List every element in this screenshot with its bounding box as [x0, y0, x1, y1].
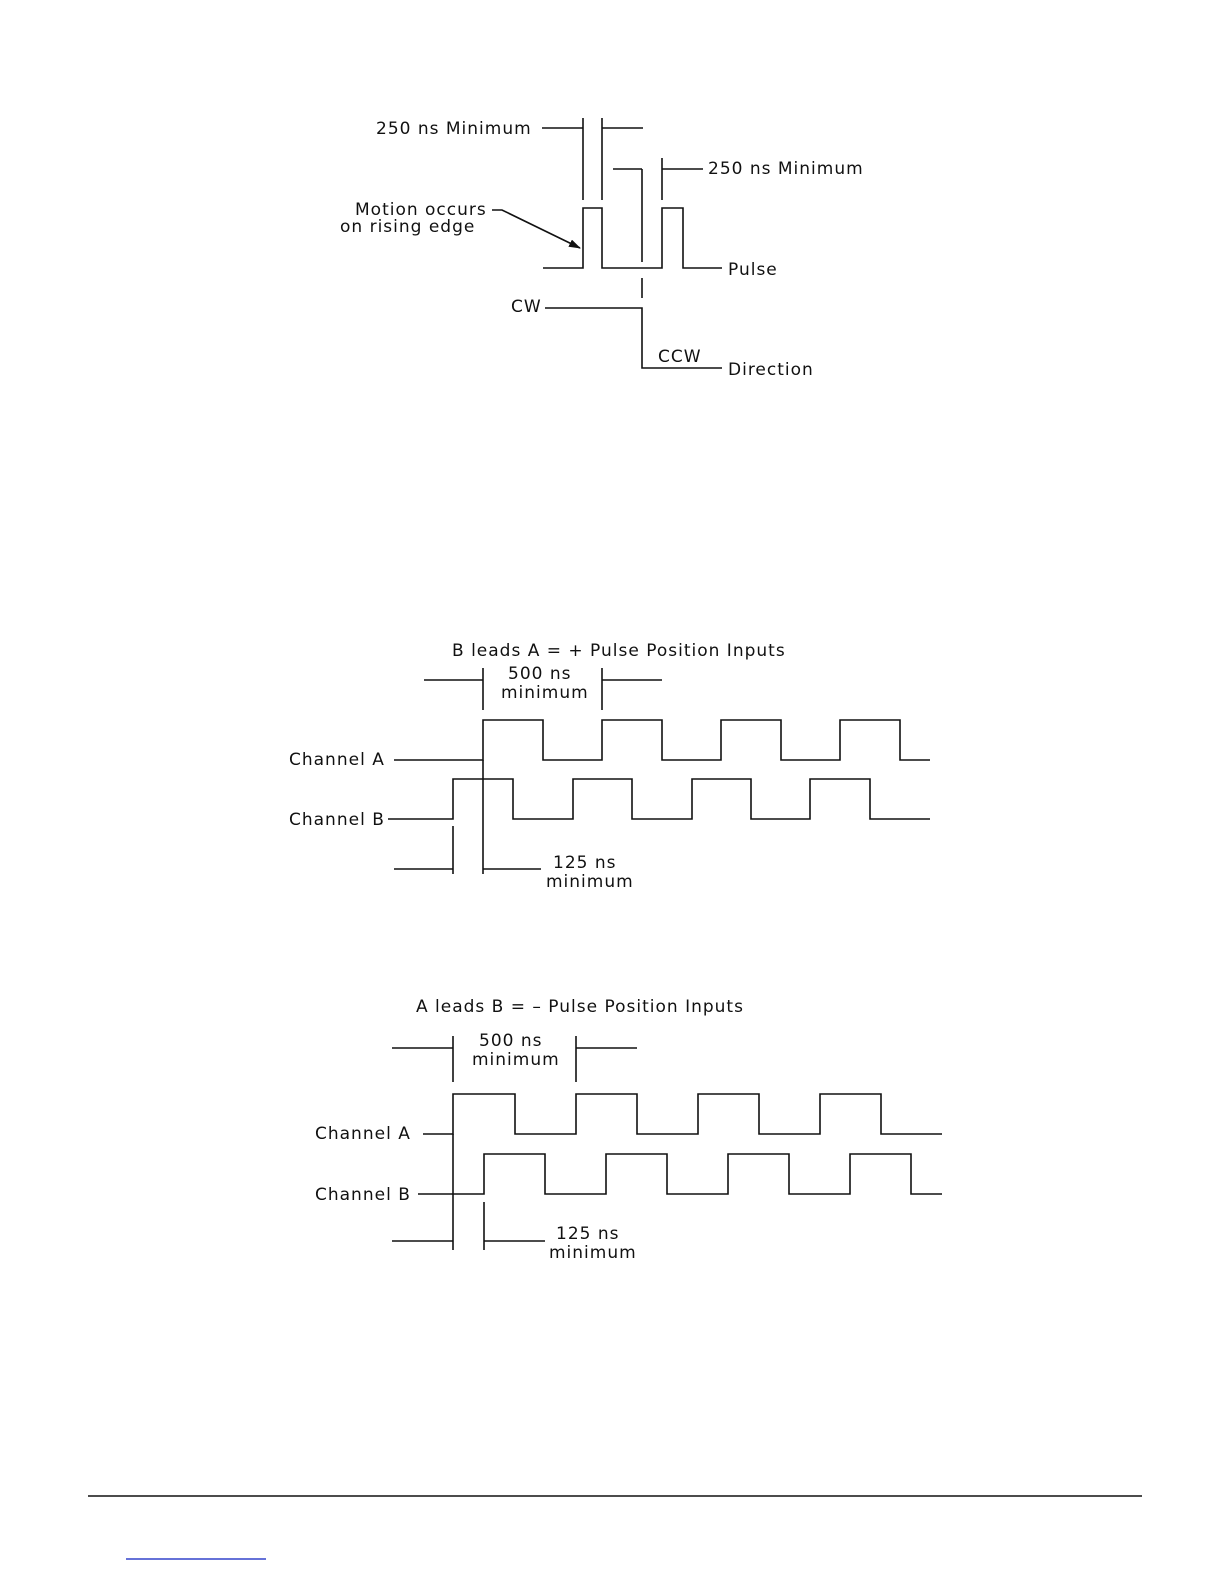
min-spacing-label-right: 250 ns Minimum	[708, 159, 864, 179]
channel-a-label: Channel A	[289, 750, 385, 770]
motion-note-line2: on rising edge	[340, 217, 475, 237]
min-width-label-top: 250 ns Minimum	[376, 119, 532, 139]
channel-b-label: Channel B	[315, 1185, 411, 1205]
rising-edge-arrow	[492, 210, 580, 248]
channel-a-waveform	[423, 1094, 942, 1134]
channel-b-waveform	[418, 1154, 942, 1194]
cw-label: CW	[511, 297, 542, 317]
period-label-line2: minimum	[501, 683, 589, 703]
pulse-direction-diagram: 250 ns Minimum 250 ns Minimum Motion occ…	[340, 118, 864, 380]
lead-label-line2: minimum	[549, 1243, 637, 1263]
lead-label-line1: 125 ns	[553, 853, 616, 873]
period-label-line1: 500 ns	[479, 1031, 542, 1051]
lead-label-line1: 125 ns	[556, 1224, 619, 1244]
b-leads-a-diagram: B leads A = + Pulse Position Inputs 500 …	[289, 641, 930, 892]
channel-a-waveform	[394, 720, 930, 760]
pulse-waveform	[543, 208, 722, 268]
pulse-label: Pulse	[728, 260, 778, 280]
period-label-line1: 500 ns	[508, 664, 571, 684]
channel-a-label: Channel A	[315, 1124, 411, 1144]
b-leads-a-title: B leads A = + Pulse Position Inputs	[452, 641, 786, 661]
ccw-label: CCW	[658, 347, 702, 367]
channel-b-label: Channel B	[289, 810, 385, 830]
lead-label-line2: minimum	[546, 872, 634, 892]
period-label-line2: minimum	[472, 1050, 560, 1070]
channel-b-waveform	[388, 779, 930, 819]
a-leads-b-diagram: A leads B = – Pulse Position Inputs 500 …	[315, 997, 942, 1263]
direction-label: Direction	[728, 360, 814, 380]
a-leads-b-title: A leads B = – Pulse Position Inputs	[416, 997, 744, 1017]
